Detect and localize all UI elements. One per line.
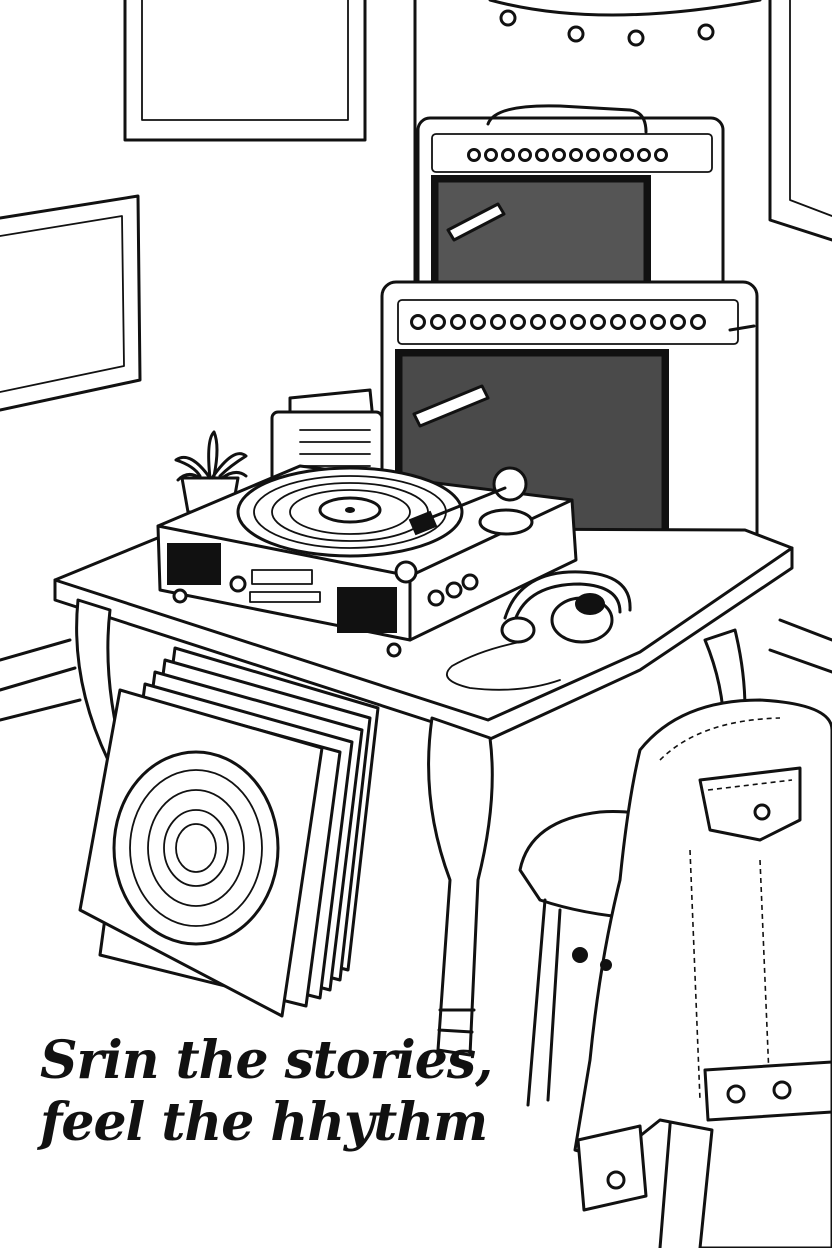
- amp-knob-icon: [670, 314, 686, 330]
- string-lights-icon: [488, 0, 762, 47]
- amp-knob-icon: [620, 148, 634, 162]
- wall-frame-top: [123, 0, 367, 142]
- amp-knob-icon: [450, 314, 466, 330]
- amp-knob-icon: [630, 314, 646, 330]
- wall-frame-right: [768, 0, 832, 242]
- amp-knob-icon: [552, 148, 566, 162]
- caption-text: Srin the stories, feel the hhythm: [40, 1030, 493, 1154]
- amp-knob-icon: [484, 148, 498, 162]
- amp-knob-icon: [610, 314, 626, 330]
- amp-knob-icon: [654, 148, 668, 162]
- amp-knob-icon: [586, 148, 600, 162]
- amp-knob-icon: [637, 148, 651, 162]
- amp-knob-icon: [530, 314, 546, 330]
- amp-knob-icon: [590, 314, 606, 330]
- baseboard-right: [778, 618, 832, 642]
- amp-knob-icon: [569, 148, 583, 162]
- amp-knob-icon: [570, 314, 586, 330]
- amp-knob-icon: [650, 314, 666, 330]
- amp-knob-icon: [603, 148, 617, 162]
- amp-knob-icon: [467, 148, 481, 162]
- record-player-icon: [156, 464, 578, 658]
- amp-knob-icon: [490, 314, 506, 330]
- caption-line-1: Srin the stories,: [40, 1030, 493, 1091]
- amp-knob-icon: [518, 148, 532, 162]
- amp-knob-icon: [535, 148, 549, 162]
- amp-knob-icon: [501, 148, 515, 162]
- amp-knob-icon: [470, 314, 486, 330]
- headphones-icon: [446, 570, 632, 691]
- amp-knob-icon: [690, 314, 706, 330]
- baseboard-left: [0, 638, 72, 662]
- caption-line-2: feel the hhythm: [40, 1092, 488, 1153]
- amp-knob-icon: [510, 314, 526, 330]
- vinyl-records-icon: [78, 646, 380, 1018]
- guitar-amplifier-head-icon: [416, 104, 725, 306]
- denim-jacket-icon: [572, 698, 832, 1248]
- amp-knob-icon: [410, 314, 426, 330]
- amp-knob-icon: [550, 314, 566, 330]
- amp-knob-icon: [430, 314, 446, 330]
- wall-frame-left: [0, 194, 142, 412]
